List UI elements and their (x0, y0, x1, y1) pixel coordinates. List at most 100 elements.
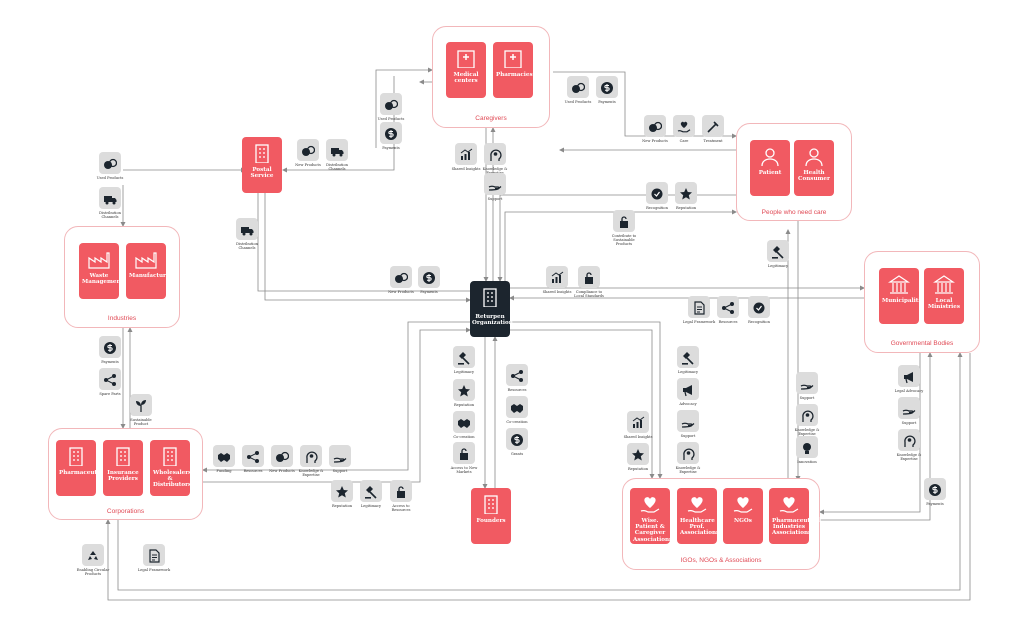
actor-manufacturing[interactable]: Manufacturing (126, 243, 176, 299)
flow-legal-advocacy: Legal Advocacy (895, 365, 923, 393)
hand-icon (800, 376, 814, 390)
actor-pharmacies[interactable]: Pharmacies (493, 42, 533, 98)
gavel-icon (457, 350, 471, 365)
actor-waste-management[interactable]: Waste Management (79, 243, 123, 299)
heart-hand-icon (685, 494, 709, 514)
handshake-icon (457, 415, 471, 429)
lock-icon (582, 270, 596, 284)
flow-label: New Products (388, 290, 414, 294)
flow-legal-framework: Legal Framework (683, 296, 715, 324)
flow-access-to-resources: Access to Resources (390, 480, 412, 512)
flow-label: Funding (216, 469, 232, 473)
actor-wholesalers-distributors[interactable]: Wholesalers & Distributors (150, 440, 191, 496)
group-label: Caregivers (475, 115, 507, 122)
actor-insurance-providers[interactable]: Insurance Providers (103, 440, 143, 496)
flow-new-products: New Products (269, 445, 295, 473)
flow-legitimacy: Legitimacy (453, 346, 475, 374)
star-icon (631, 447, 645, 461)
flow-label: Legitimacy (360, 504, 382, 508)
hand-icon (902, 401, 916, 415)
flow-label: Legitimacy (453, 370, 475, 374)
dollar-icon (510, 432, 524, 446)
truck-icon (240, 222, 254, 236)
flow-label: Used Products (564, 100, 592, 104)
flow-label: Support (487, 197, 503, 201)
flow-label: Grants (510, 452, 524, 456)
actor-health-consumer[interactable]: Health Consumer (794, 140, 834, 196)
handshake-icon (510, 400, 524, 414)
building-icon (478, 287, 502, 308)
head-gear-icon (902, 433, 916, 447)
flow-payments: Payments (380, 122, 402, 150)
flow-label: Advocacy (679, 402, 697, 406)
flow-legitimacy: Legitimacy (767, 240, 789, 268)
actor-label: Pharmaceutical Industries Associations (772, 518, 822, 537)
flow-new-products: New Products (642, 115, 668, 143)
group-label: People who need care (761, 209, 827, 216)
flow-reputation: Reputation (675, 182, 697, 210)
flow-label: Innovation (797, 460, 817, 464)
flow-access-to-new-markets: Access to New Markets (451, 442, 477, 474)
actor-postal-service[interactable]: Postal Service (242, 137, 282, 193)
flow-compliance-to-local-standards: Compliance to Local Standards (574, 266, 604, 298)
actor-label: Medical centers (453, 72, 479, 85)
flow-recognition: Recognition (646, 182, 668, 210)
flow-resources: Resources (717, 296, 739, 324)
flow-label: Legal Advocacy (894, 389, 924, 393)
actor-municipalities[interactable]: Municipalities (879, 268, 927, 324)
flow-label: Care (679, 139, 689, 143)
flow-label: New Products (269, 469, 295, 473)
actor-patient-caregiver-associations[interactable]: Wise. Patient & Caregiver Associations (630, 488, 672, 544)
flow-label: Co-creation (506, 420, 528, 424)
actor-label: Patient (758, 170, 782, 176)
head-gear-icon (488, 147, 502, 161)
flow-co-creation: Co-creation (453, 411, 475, 439)
flow-label: Reputation (453, 403, 475, 407)
flow-label: Payments (420, 290, 438, 294)
flow-shared-insights: Shared Insights (543, 266, 571, 294)
flow-reputation: Reputation (453, 379, 475, 407)
flow-label: Support (332, 469, 348, 473)
flow-label: Treatment (703, 139, 723, 143)
flow-label: New Products (642, 139, 668, 143)
document-icon (692, 300, 706, 315)
actor-patient[interactable]: Patient (750, 140, 790, 196)
actor-local-ministries[interactable]: Local Ministries (924, 268, 964, 324)
flow-grants: Grants (506, 428, 528, 456)
flow-label: Shared Insights (623, 435, 653, 439)
flow-label: Shared Insights (542, 290, 572, 294)
document-icon (147, 548, 161, 563)
flow-label: Knowledge & Expertise (896, 453, 922, 461)
actor-medical-centers[interactable]: Medical centers (446, 42, 486, 98)
star-icon (679, 186, 693, 200)
handshake-icon (217, 449, 231, 463)
flow-label: Shared Insights (451, 167, 481, 171)
actor-founders[interactable]: Founders (471, 488, 511, 544)
group-label: Corporations (106, 508, 145, 515)
actor-healthcare-prof-associations[interactable]: Healthcare Prof. Associations (677, 488, 720, 544)
flow-label: Payments (382, 146, 400, 150)
flow-shared-insights: Shared Insights (624, 411, 652, 439)
actor-pharmaceuticals[interactable]: Pharmaceuticals (56, 440, 111, 496)
flow-label: Enabling Circular Products (76, 568, 110, 576)
head-gear-icon (800, 408, 814, 422)
flow-support: Support (898, 397, 920, 425)
share-icon (103, 372, 117, 386)
flow-label: Reputation (331, 504, 353, 508)
heart-hand-icon (731, 494, 755, 514)
flow-label: New Products (295, 163, 321, 167)
actor-pharmaceutical-industries-associations[interactable]: Pharmaceutical Industries Associations (769, 488, 822, 544)
group-label: IGOs, NGOs & Associations (680, 557, 762, 564)
flow-label: Legitimacy (677, 370, 699, 374)
actor-label: Health Consumer (798, 170, 830, 183)
flow-care: Care (673, 115, 695, 143)
dollar-icon (103, 340, 117, 354)
flow-label: Payments (101, 360, 119, 364)
flow-label: Knowledge & Expertise (675, 466, 701, 474)
actor-label: Healthcare Prof. Associations (680, 518, 720, 537)
returpen-organization-hub[interactable]: Returpen Organization (470, 281, 513, 337)
flow-payments: Payments (418, 266, 440, 294)
pills-icon (648, 119, 663, 133)
head-gear-icon (304, 449, 318, 463)
actor-ngos[interactable]: NGOs (723, 488, 763, 544)
